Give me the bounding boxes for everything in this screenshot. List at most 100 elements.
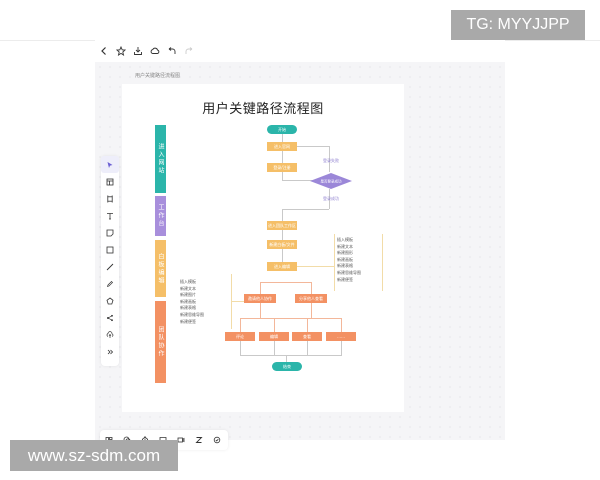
note-left[interactable]: 插入模板 新建文本 新建图片 新建画板 新建表格 新建思维导图 新建便签 [180, 279, 204, 325]
decision-label: 是否登录成功 [321, 179, 342, 184]
connector [329, 146, 330, 172]
crop-tool[interactable] [101, 190, 119, 207]
node-view[interactable]: 查看 [292, 332, 322, 341]
undo-button[interactable] [163, 43, 180, 59]
edge-label-login-success: 登录成功 [323, 196, 339, 201]
connector [240, 355, 342, 356]
connector [311, 282, 312, 294]
connector [311, 301, 312, 318]
upload-tool[interactable] [101, 326, 119, 343]
more-tools-button[interactable] [101, 343, 119, 360]
upload-icon [106, 330, 114, 338]
note-item: 新建文本 [180, 285, 196, 291]
connector [282, 209, 283, 269]
text-tool[interactable] [101, 207, 119, 224]
node-new-whiteboard[interactable]: 新建白板/文件 [267, 240, 297, 249]
frame-icon [106, 178, 114, 185]
z-button[interactable] [190, 431, 208, 449]
redo-button[interactable] [180, 43, 197, 59]
select-tool[interactable] [101, 156, 119, 173]
connector [282, 209, 329, 210]
node-enter-workbench[interactable]: 进入团队工作区 [267, 221, 297, 230]
line-tool[interactable] [101, 258, 119, 275]
note-item: 新建画板 [180, 298, 196, 304]
sticky-note-icon [106, 229, 114, 236]
connector [240, 318, 241, 332]
connector [287, 266, 334, 267]
shape-tool[interactable] [101, 292, 119, 309]
connector [274, 340, 275, 355]
vote-button[interactable] [208, 431, 226, 449]
connector [240, 340, 241, 355]
text-icon [107, 212, 113, 219]
rectangle-tool[interactable] [101, 241, 119, 258]
undo-icon [168, 47, 175, 54]
mindmap-tool[interactable] [101, 309, 119, 326]
lane-whiteboard-edit[interactable]: 白板编辑 [155, 240, 166, 297]
note-right[interactable]: 插入模板 新建文本 新建图形 新建画板 新建表格 新建思维导图 新建便签 [337, 237, 361, 283]
mindmap-icon [107, 314, 113, 321]
node-login-register[interactable]: 登录/注册 [267, 163, 297, 172]
lane-enter-site[interactable]: 进入网站 [155, 125, 166, 193]
pentagon-icon [106, 296, 114, 304]
note-item: 新建图形 [337, 250, 353, 256]
note-item: 新建表格 [337, 263, 353, 269]
connector [240, 318, 342, 319]
frame-tool[interactable] [101, 173, 119, 190]
diagram-title: 用户关键路径流程图 [202, 102, 324, 117]
cloud-button[interactable] [146, 43, 163, 59]
connector [231, 301, 244, 302]
node-enter-editor[interactable]: 进入编辑 [267, 262, 297, 271]
connector [341, 318, 342, 332]
back-button[interactable] [95, 43, 112, 59]
document-label: 用户关键路径流程图 [135, 73, 181, 79]
note-item: 新建便签 [180, 318, 196, 324]
node-comment[interactable]: 评论 [225, 332, 255, 341]
bracket [382, 234, 383, 291]
node-end[interactable]: 结束 [272, 362, 302, 371]
connector [282, 132, 283, 180]
node-start[interactable]: 开始 [267, 125, 297, 134]
video-icon [177, 437, 185, 443]
connector [274, 318, 275, 332]
crop-icon [107, 195, 113, 202]
star-button[interactable] [112, 43, 129, 59]
z-icon [195, 437, 203, 443]
cloud-icon [150, 47, 159, 54]
vote-icon [213, 436, 221, 444]
node-enter-site[interactable]: 进入官网 [267, 142, 297, 151]
more-icon [107, 349, 114, 354]
video-button[interactable] [172, 431, 190, 449]
lane-workbench[interactable]: 工作台 [155, 196, 166, 236]
note-item: 新建思维导图 [337, 269, 361, 275]
note-item: 新建画板 [337, 256, 353, 262]
whiteboard-app: 用户关键路径流程图 用户关键路径流程图 进入网站 工作台 白板编辑 团队协作 [95, 40, 505, 450]
lane-team-collab[interactable]: 团队协作 [155, 301, 166, 383]
connector [307, 340, 308, 355]
node-decision[interactable]: 是否登录成功 [310, 173, 352, 189]
line-icon [106, 263, 114, 270]
back-icon [100, 47, 106, 55]
connector [287, 146, 329, 147]
pen-tool[interactable] [101, 275, 119, 292]
node-share-view[interactable]: 分享他人查看 [295, 294, 327, 303]
rectangle-icon [106, 246, 114, 253]
node-invite-collab[interactable]: 邀请他人协作 [244, 294, 276, 303]
connector [282, 180, 322, 181]
connector [329, 189, 330, 209]
connector [341, 340, 342, 355]
note-item: 新建表格 [180, 305, 196, 311]
connector [286, 355, 287, 362]
note-item: 新建文本 [337, 243, 353, 249]
sticky-note-tool[interactable] [101, 224, 119, 241]
note-item: 新建思维导图 [180, 311, 204, 317]
canvas[interactable]: 用户关键路径流程图 用户关键路径流程图 进入网站 工作台 白板编辑 团队协作 [95, 62, 505, 450]
node-edit[interactable]: 编辑 [259, 332, 289, 341]
download-icon [133, 47, 142, 55]
diagram-board[interactable]: 用户关键路径流程图 进入网站 工作台 白板编辑 团队协作 [122, 84, 404, 412]
download-button[interactable] [129, 43, 146, 59]
star-icon [115, 46, 126, 56]
note-item: 新建便签 [337, 276, 353, 282]
node-more[interactable]: …… [326, 332, 356, 341]
left-toolbar [101, 156, 119, 366]
